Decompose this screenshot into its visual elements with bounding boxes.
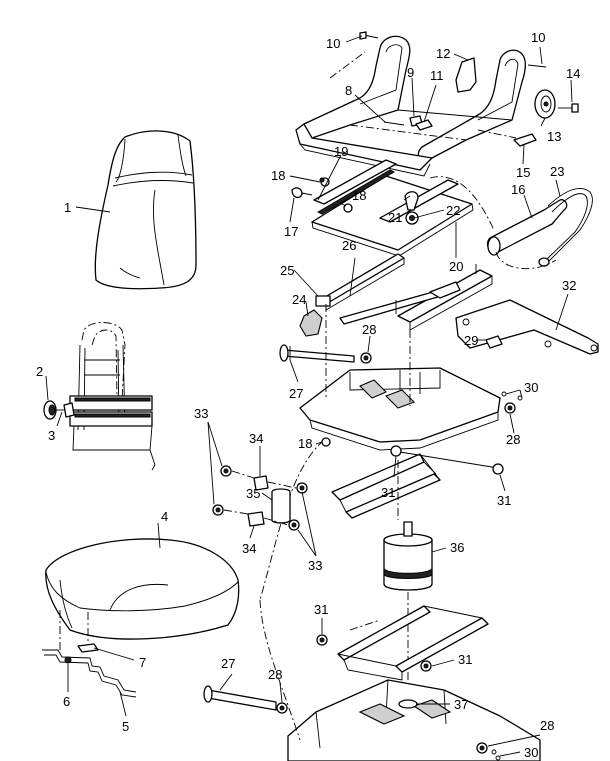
gas-strut <box>429 176 593 270</box>
callout-32: 32 <box>562 278 576 293</box>
seat-back-frame <box>43 322 156 471</box>
callout-28-base: 28 <box>540 718 554 733</box>
leader-lines <box>45 35 573 757</box>
callout-18-top: 18 <box>271 168 285 183</box>
cushion-bracket <box>42 610 137 698</box>
callout-34-lower: 34 <box>242 541 256 556</box>
callout-19: 19 <box>334 144 348 159</box>
callout-25: 25 <box>280 263 294 278</box>
callout-31-upper-right: 31 <box>497 493 511 508</box>
seat-cushion <box>45 538 240 640</box>
callout-29: 29 <box>464 333 478 348</box>
callout-11: 11 <box>430 68 444 83</box>
middle-base-plate <box>259 304 523 601</box>
callout-17: 17 <box>284 224 298 239</box>
callout-13: 13 <box>547 129 561 144</box>
callout-31-lower-left: 31 <box>314 602 328 617</box>
callout-31-lower-right: 31 <box>458 652 472 667</box>
callout-22: 22 <box>446 203 460 218</box>
callout-26: 26 <box>342 238 356 253</box>
callout-10-right: 10 <box>531 30 545 45</box>
base-plate <box>203 599 541 761</box>
callout-18-bottom: 18 <box>298 436 312 451</box>
callout-21: 21 <box>388 210 402 225</box>
callout-16: 16 <box>511 182 525 197</box>
callout-12: 12 <box>436 46 450 61</box>
upper-seat-frame <box>295 31 579 177</box>
callout-33-left: 33 <box>194 406 208 421</box>
callout-10-left: 10 <box>326 36 340 51</box>
slide-rail-assembly <box>291 159 474 257</box>
callout-6: 6 <box>63 694 70 709</box>
callout-8: 8 <box>345 83 352 98</box>
upper-scissor-link <box>331 445 504 520</box>
callout-4: 4 <box>161 509 168 524</box>
callout-2: 2 <box>36 364 43 379</box>
adjustment-handle-rails <box>299 253 493 337</box>
callout-3: 3 <box>48 428 55 443</box>
callout-1: 1 <box>64 200 71 215</box>
callout-18-middle: 18 <box>352 188 366 203</box>
callout-28-middle: 28 <box>362 322 376 337</box>
callout-34-upper: 34 <box>249 431 263 446</box>
shock-absorber <box>383 521 433 700</box>
callout-31-upper-left: 31 <box>381 485 395 500</box>
callout-30-middle: 30 <box>524 380 538 395</box>
callout-23: 23 <box>550 164 564 179</box>
callout-9: 9 <box>407 65 414 80</box>
callout-27-middle: 27 <box>289 386 303 401</box>
callout-14: 14 <box>566 66 580 81</box>
callout-15: 15 <box>516 165 530 180</box>
seat-back-cushion <box>94 130 197 290</box>
callout-28-right: 28 <box>506 432 520 447</box>
mount-bracket <box>455 299 599 355</box>
callout-36: 36 <box>450 540 464 555</box>
lower-scissor-link <box>316 605 489 681</box>
callout-5: 5 <box>122 719 129 734</box>
callout-37: 37 <box>454 697 468 712</box>
callout-7: 7 <box>139 655 146 670</box>
callout-28-bottom: 28 <box>268 667 282 682</box>
callout-35: 35 <box>246 486 260 501</box>
callout-20: 20 <box>449 259 463 274</box>
callout-24: 24 <box>292 292 306 307</box>
callout-labels: 1 2 3 4 5 6 7 8 9 10 10 11 12 13 14 15 1… <box>36 30 580 760</box>
callout-33-right: 33 <box>308 558 322 573</box>
link-components <box>212 437 331 531</box>
callout-30-base: 30 <box>524 745 538 760</box>
callout-27-bottom: 27 <box>221 656 235 671</box>
